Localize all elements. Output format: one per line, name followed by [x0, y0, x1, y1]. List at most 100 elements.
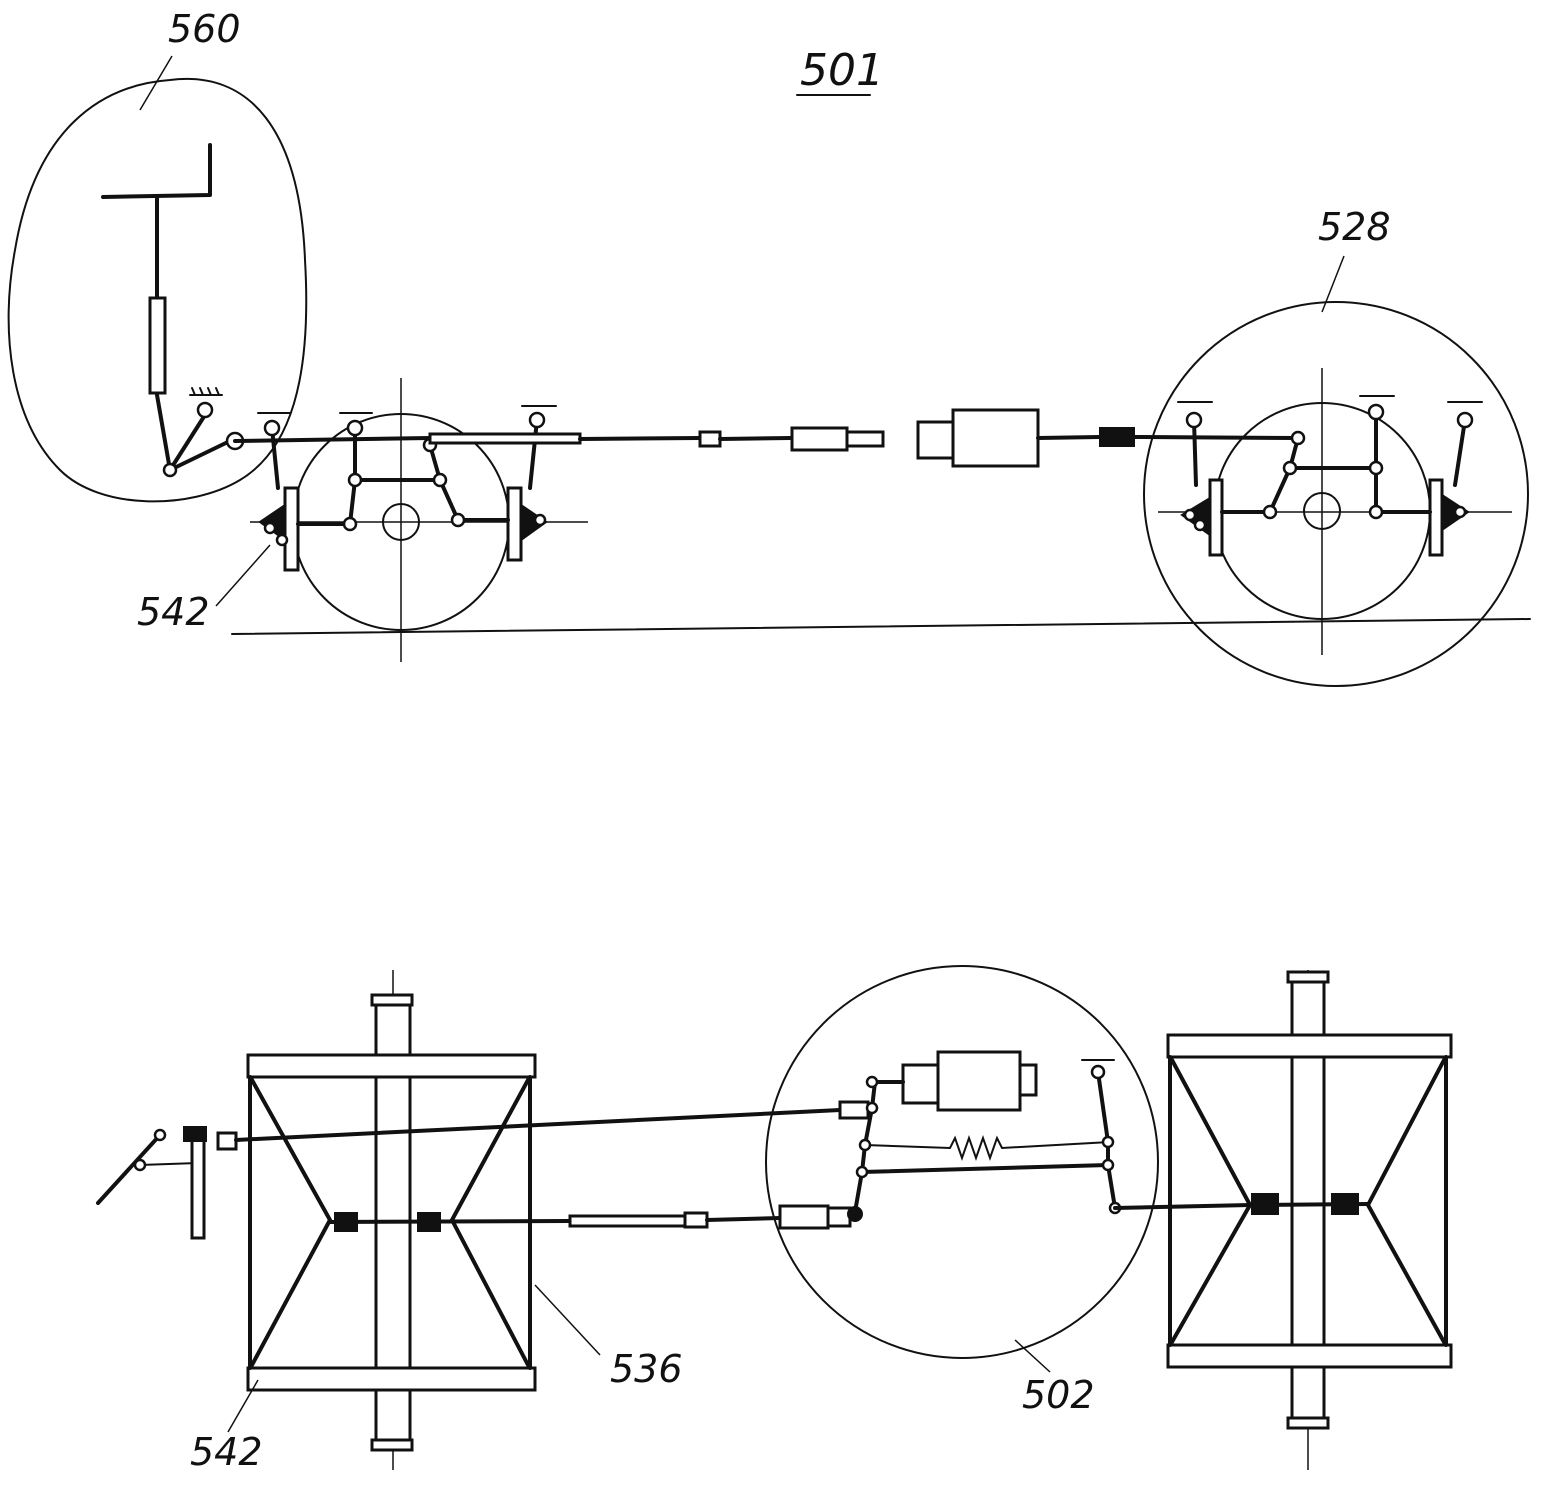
actuator-cylinder	[951, 408, 1040, 468]
label-528: 528	[1318, 205, 1391, 249]
plan-cable-nut	[847, 1206, 863, 1222]
actuator-end-cap	[901, 1063, 943, 1105]
plan-lever-arm	[96, 1133, 162, 1205]
handbrake-link-arm	[168, 413, 207, 472]
pivot-pin	[1185, 411, 1203, 429]
rear-wheel: 528	[1143, 205, 1529, 687]
pivot-pin	[162, 462, 178, 478]
handbrake-sleeve	[148, 296, 167, 395]
cable-rod	[578, 436, 702, 441]
label-542-top: 542	[137, 590, 210, 634]
label-502: 502	[1022, 1373, 1095, 1417]
plan-lever-link	[139, 1162, 199, 1166]
right-brake-shoe	[506, 486, 523, 562]
mechanism-detail: 502	[568, 965, 1252, 1417]
label-542-bottom: 542	[190, 1430, 263, 1474]
pivot-pin	[528, 411, 546, 429]
brake-pin	[275, 533, 289, 547]
pivot-pin	[153, 1128, 167, 1142]
pivot-pin	[1290, 430, 1306, 446]
leader-536	[534, 1284, 601, 1356]
plan-lever-post	[190, 1126, 206, 1240]
cable-ferrule	[698, 430, 722, 448]
pivot-pin	[1367, 403, 1385, 421]
handbrake-detail-circle	[7, 77, 308, 503]
brake-pin	[533, 513, 547, 527]
ground-anchors	[257, 405, 557, 414]
pivot-pin	[450, 512, 466, 528]
side-elevation-view: 560	[7, 7, 1531, 687]
rear-wheel-top	[1166, 1033, 1453, 1059]
brake-pin	[1453, 505, 1467, 519]
rear-internal-linkage	[1220, 436, 1300, 514]
pivot-pin	[1368, 504, 1384, 520]
pivot-pin	[196, 401, 214, 419]
front-wheel-bottom	[246, 1366, 537, 1392]
brake-cable-assembly	[233, 408, 1300, 468]
leader-542-top	[215, 544, 271, 607]
axle-cap-top	[370, 993, 414, 1007]
brake-pin	[1183, 508, 1197, 522]
ground-anchor	[189, 387, 223, 396]
pivot-pin	[1262, 504, 1278, 520]
ground-anchors	[1177, 395, 1483, 403]
cable-rod	[718, 436, 792, 441]
return-spring	[864, 1134, 1111, 1162]
rear-internal-linkage-right	[1288, 466, 1432, 514]
brake-pin	[1193, 518, 1207, 532]
leader-560	[139, 55, 173, 111]
handbrake-handle	[101, 143, 212, 199]
leader-502	[1014, 1339, 1051, 1373]
handbrake-lever	[101, 143, 245, 478]
plan-cable-ferrule	[683, 1211, 709, 1229]
ground-line	[231, 618, 1531, 635]
rear-axle-detail-circle	[1143, 301, 1529, 687]
rear-left-brake-shoe	[1208, 478, 1224, 557]
front-internal-linkage-right	[438, 478, 510, 522]
pivot-pin	[858, 1138, 872, 1152]
cable-end	[838, 1100, 870, 1120]
plan-hand-lever	[96, 1108, 842, 1240]
front-axle-frame	[246, 970, 572, 1470]
pivot-pin	[1101, 1135, 1115, 1149]
pivot-pin	[1456, 411, 1474, 429]
plan-lever-clamp	[183, 1126, 207, 1142]
plan-view: 536 542 502	[96, 965, 1453, 1474]
brake-pin	[263, 521, 277, 535]
front-wheel	[250, 378, 588, 662]
label-560: 560	[168, 7, 241, 51]
cable-rod-rear-end	[1132, 435, 1300, 440]
plan-upper-cable	[234, 1108, 842, 1142]
pivot-pin	[865, 1075, 879, 1089]
pivot-pin	[1368, 460, 1384, 476]
leader-528	[1321, 255, 1345, 313]
plan-cable-tube	[568, 1214, 687, 1228]
rear-frame-left-diagonal	[1170, 1058, 1252, 1344]
pivot-pin	[346, 419, 364, 437]
front-wheel-top	[246, 1053, 537, 1079]
front-internal-linkage	[296, 443, 442, 526]
rear-right-brake-shoe	[1428, 478, 1444, 557]
plan-lower-cable	[705, 1216, 782, 1222]
cylinder-end-cap	[916, 420, 958, 460]
cable-clamp	[1099, 427, 1135, 447]
left-brake-shoe	[283, 486, 300, 572]
pivot-pin	[342, 516, 358, 532]
rear-right-hanger	[1453, 418, 1467, 487]
left-hanger	[270, 426, 280, 490]
rear-frame-right-diagonal	[1366, 1058, 1446, 1344]
pivot-pin	[855, 1165, 869, 1179]
rear-left-hanger	[1192, 418, 1198, 487]
plan-actuator	[936, 1050, 1022, 1112]
pivot-pin	[1282, 460, 1298, 476]
cross-rod	[328, 1219, 572, 1224]
plan-rear-rod	[1113, 1203, 1252, 1210]
plan-turnbuckle-end	[826, 1206, 852, 1228]
pivot-pin	[263, 419, 281, 437]
frame-left-diagonal	[250, 1078, 332, 1367]
plan-turnbuckle	[778, 1204, 830, 1230]
turnbuckle-end	[845, 430, 885, 448]
plan-lever-coupler	[216, 1131, 238, 1151]
cable-rod-rear	[1036, 435, 1102, 440]
